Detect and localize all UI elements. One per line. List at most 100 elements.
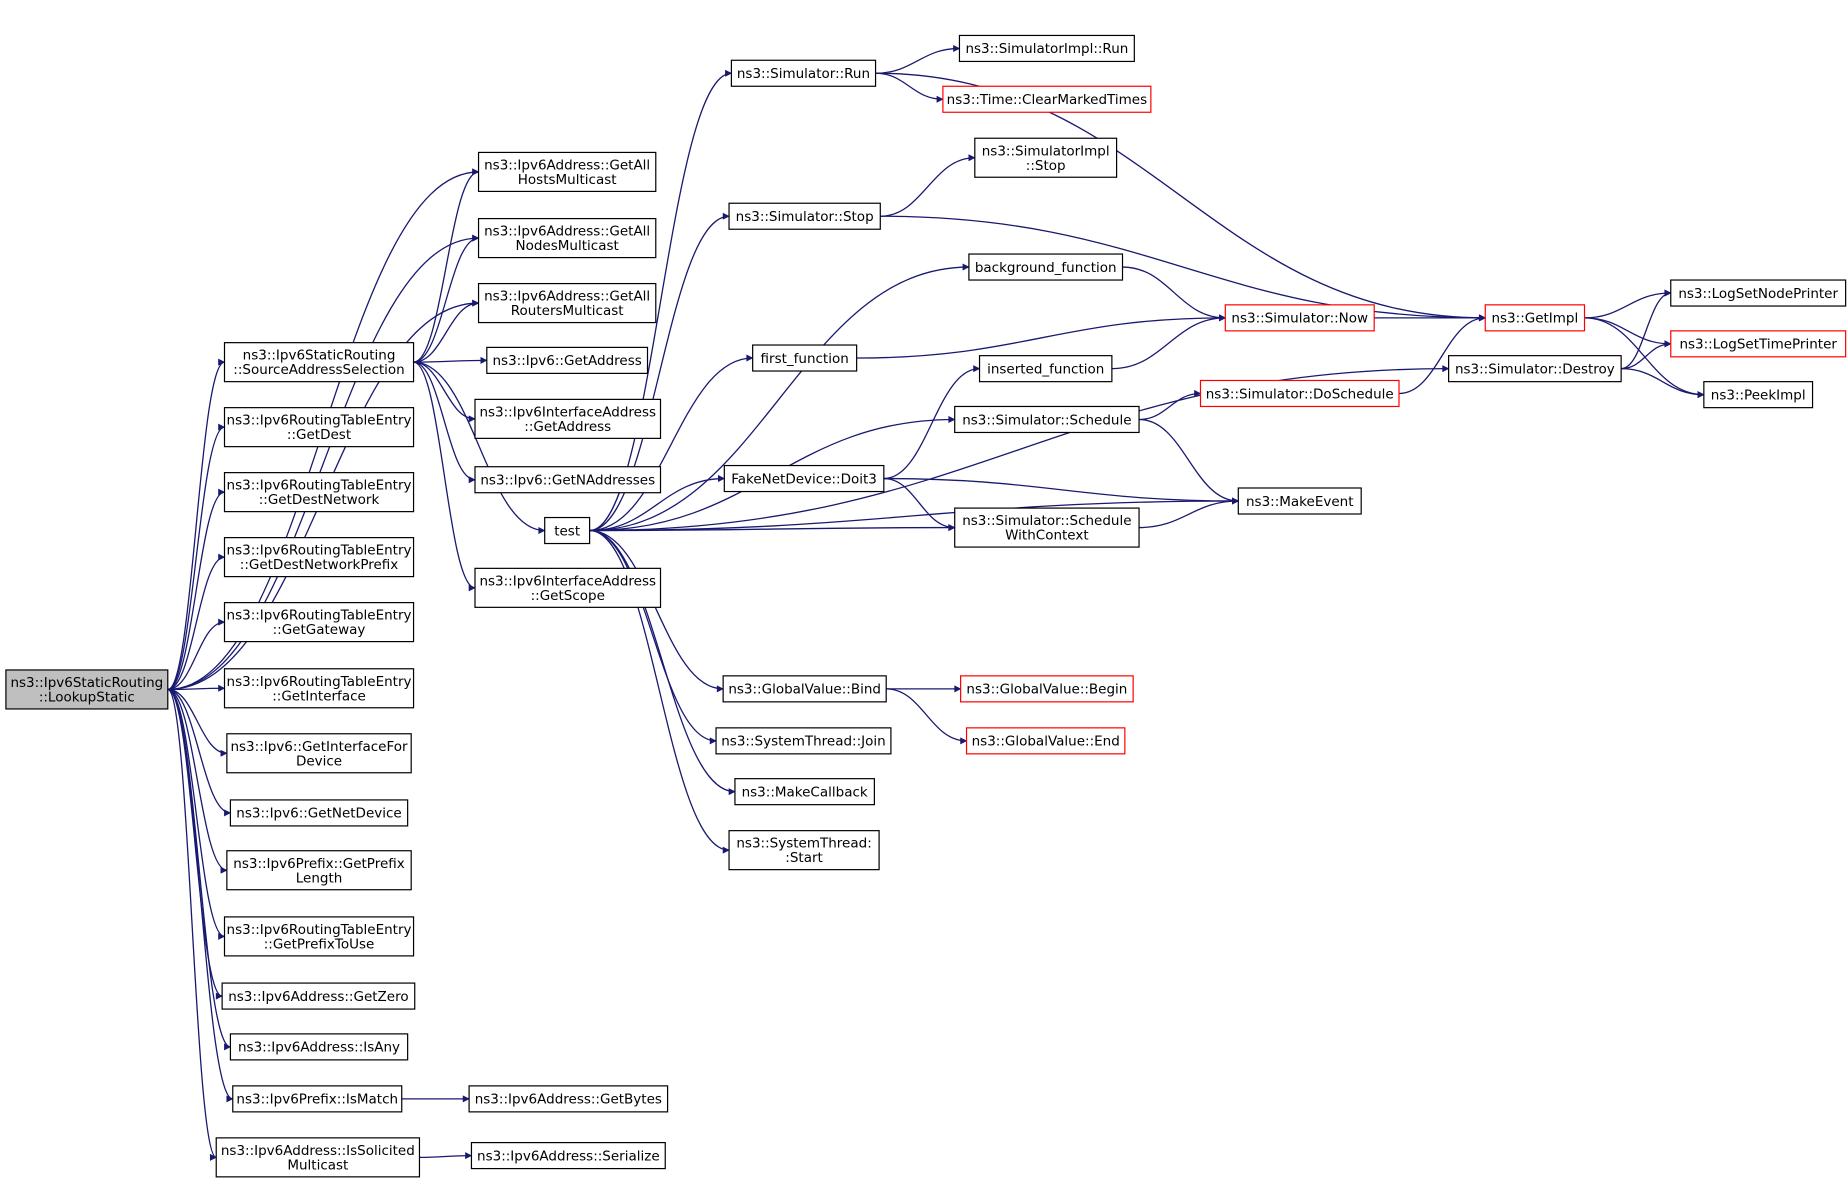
node-label-line: ::GetScope [531,588,605,604]
node-label-line: ns3::Ipv6::GetNAddresses [480,473,655,489]
node-box [954,405,1140,434]
node-label-line: ns3::SystemThread: [736,836,871,852]
node-label-line: ns3::Simulator::Run [737,66,870,82]
node-getimpl[interactable]: ns3::GetImpl [1484,304,1586,332]
node-gvbind[interactable]: ns3::GlobalValue::Bind [722,675,887,703]
node-ismatch[interactable]: ns3::Ipv6Prefix::IsMatch [232,1085,403,1113]
node-getbytes[interactable]: ns3::Ipv6Address::GetBytes [468,1085,669,1113]
node-getzero[interactable]: ns3::Ipv6Address::GetZero [221,982,416,1010]
node-test[interactable]: test [544,516,591,545]
node-label-line: ns3::Ipv6RoutingTableEntry [227,478,412,494]
node-label-line: ns3::Ipv6RoutingTableEntry [227,608,412,624]
node-box [1670,279,1847,307]
edge-srcsel-to-routersmc [413,299,480,363]
node-label-line: ns3::PeekImpl [1711,387,1806,403]
node-box [978,355,1113,383]
node-serialize[interactable]: ns3::Ipv6Address::Serialize [470,1141,666,1170]
node-getdest[interactable]: ns3::Ipv6RoutingTableEntry::GetDest [223,407,415,448]
node-label-line: ns3::Simulator::Stop [736,209,874,225]
node-label-line: HostsMulticast [518,172,617,188]
edge-test-to-makeevent [589,497,1239,532]
node-getprefixtouse[interactable]: ns3::Ipv6RoutingTableEntry::GetPrefixToU… [223,916,415,957]
node-makeevent[interactable]: ns3::MakeEvent [1237,487,1362,515]
node-srcsel[interactable]: ns3::Ipv6StaticRouting::SourceAddressSel… [223,342,415,383]
node-simstop[interactable]: ns3::Simulator::Stop [728,202,881,230]
node-label-line: ns3::SystemThread::Join [721,734,885,750]
node-box [730,59,877,87]
nodes-layer: ns3::Ipv6StaticRouting::LookupStaticns3:… [5,34,1847,1178]
node-getdestnet[interactable]: ns3::Ipv6RoutingTableEntry::GetDestNetwo… [223,472,415,513]
edge-test-to-simrun [589,69,733,532]
node-box [470,1141,666,1170]
node-box [477,282,657,324]
node-label-line: ::GetPrefixToUse [264,936,375,952]
node-label-line: ns3::Ipv6Address::GetAll [484,289,650,305]
edge-issolicited-to-serialize [419,1152,473,1160]
node-label-line: inserted_function [987,361,1104,377]
node-label-line: ns3::GetImpl [1491,311,1578,327]
node-ststart[interactable]: ns3::SystemThread::Start [728,830,880,871]
node-simnow[interactable]: ns3::Simulator::Now [1224,304,1375,332]
node-label-line: ::GetAddress [524,419,611,435]
node-simimplstop[interactable]: ns3::SimulatorImpl::Stop [974,137,1118,178]
node-label-line: ns3::Time::ClearMarkedTimes [947,92,1147,108]
node-getaddress[interactable]: ns3::Ipv6::GetAddress [486,346,649,374]
node-makecallback[interactable]: ns3::MakeCallback [734,778,875,806]
node-getnetdevice[interactable]: ns3::Ipv6::GetNetDevice [229,799,409,827]
node-getgateway[interactable]: ns3::Ipv6RoutingTableEntry::GetGateway [223,602,415,643]
edge-root-to-ismatch [167,688,234,1103]
node-simdosched[interactable]: ns3::Simulator::DoSchedule [1199,379,1400,408]
node-box [223,916,415,957]
node-box [223,472,415,513]
edge-test-to-bgfunc [589,263,970,532]
edge-srcsel-to-hostsmc [413,168,480,363]
node-insertedfunc[interactable]: inserted_function [978,355,1113,383]
node-getnaddresses[interactable]: ns3::Ipv6::GetNAddresses [474,466,662,494]
node-box [734,778,875,806]
node-gvbegin[interactable]: ns3::GlobalValue::Begin [960,675,1134,703]
node-label-line: ::GetInterface [272,688,366,704]
node-ifaddr-getaddress[interactable]: ns3::Ipv6InterfaceAddress::GetAddress [474,398,662,439]
node-isany[interactable]: ns3::Ipv6Address::IsAny [229,1033,409,1061]
node-doit3[interactable]: FakeNetDevice::Doit3 [723,464,885,493]
node-root[interactable]: ns3::Ipv6StaticRouting::LookupStatic [5,669,169,710]
edge-test-to-stjoin [589,529,717,745]
node-getdestnetprefix[interactable]: ns3::Ipv6RoutingTableEntry::GetDestNetwo… [223,537,415,578]
node-logsettime[interactable]: ns3::LogSetTimePrinter [1670,330,1847,358]
node-box [215,1137,421,1178]
node-label-line: ns3::LogSetTimePrinter [1679,337,1837,353]
edge-root-to-getprefixlen [167,688,228,874]
node-box [1199,379,1400,408]
node-simsched[interactable]: ns3::Simulator::Schedule [954,405,1140,434]
node-stjoin[interactable]: ns3::SystemThread::Join [715,727,892,755]
edge-root-to-issolicited [167,688,217,1161]
node-simdestroy[interactable]: ns3::Simulator::Destroy [1448,355,1622,383]
node-label-line: FakeNetDevice::Doit3 [731,471,877,487]
node-getinterface[interactable]: ns3::Ipv6RoutingTableEntry::GetInterface [223,668,415,709]
edge-simdestroy-to-logsettime [1621,340,1672,370]
node-bgfunc[interactable]: background_function [968,253,1124,281]
node-firstfunc[interactable]: first_function [752,344,858,372]
node-simrun[interactable]: ns3::Simulator::Run [730,59,877,87]
node-getscope[interactable]: ns3::Ipv6InterfaceAddress::GetScope [474,567,662,608]
node-label-line: ns3::Ipv6Address::IsSolicited [221,1143,415,1159]
node-simimplrun[interactable]: ns3::SimulatorImpl::Run [958,34,1135,63]
node-label-line: ns3::Simulator::Schedule [962,513,1131,529]
node-label-line: ns3::Ipv6Address::GetBytes [475,1092,662,1108]
edge-srcsel-to-getaddress [413,356,488,364]
node-clearmarked[interactable]: ns3::Time::ClearMarkedTimes [942,85,1152,113]
node-gvend[interactable]: ns3::GlobalValue::End [965,727,1126,755]
node-label-line: background_function [975,260,1117,276]
node-label-line: ns3::Ipv6Address::Serialize [477,1148,660,1164]
node-peekimpl[interactable]: ns3::PeekImpl [1703,381,1814,409]
edge-root-to-getdestnetprefix [167,553,226,691]
edge-simstop-to-simimplstop [880,154,976,217]
node-logsetnode[interactable]: ns3::LogSetNodePrinter [1670,279,1847,307]
